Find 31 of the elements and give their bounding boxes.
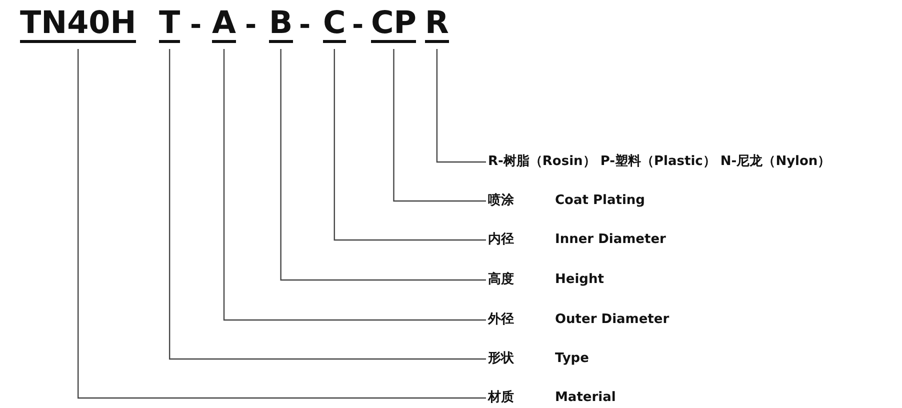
chinese-term: 形状 [488, 350, 514, 368]
english-term: Type [555, 350, 589, 368]
leader-line [393, 49, 486, 202]
english-term: Outer Diameter [555, 311, 670, 329]
english-term: Coat Plating [555, 192, 645, 210]
leader-line [168, 49, 486, 360]
code-segment: A [212, 6, 236, 43]
code-segment: C [323, 6, 346, 43]
separator-dash: - [190, 8, 202, 42]
leader-line [78, 49, 486, 399]
leader-line [436, 49, 486, 163]
leader-line [334, 49, 486, 241]
leader-line [223, 49, 486, 321]
chinese-term: 外径 [488, 311, 514, 329]
chinese-term: 内径 [488, 231, 514, 249]
chinese-term: 高度 [488, 270, 514, 289]
separator-dash: - [245, 8, 257, 42]
code-segment: TN40H [20, 6, 136, 43]
leader-line [280, 49, 486, 281]
code-segment: CP [371, 6, 416, 43]
chinese-term: 喷涂 [488, 192, 514, 210]
english-term: Material [555, 389, 616, 407]
english-term: Inner Diameter [555, 231, 666, 249]
chinese-term: 材质 [488, 389, 514, 407]
option-description: R-树脂（Rosin） P-塑料（Plastic） N-尼龙（Nylon） [488, 152, 831, 172]
code-segment: T [159, 6, 180, 43]
separator-dash: - [299, 8, 311, 42]
code-segment: R [425, 6, 449, 43]
english-term: Height [555, 271, 604, 289]
separator-dash: - [352, 8, 364, 42]
code-segment: B [269, 6, 293, 43]
